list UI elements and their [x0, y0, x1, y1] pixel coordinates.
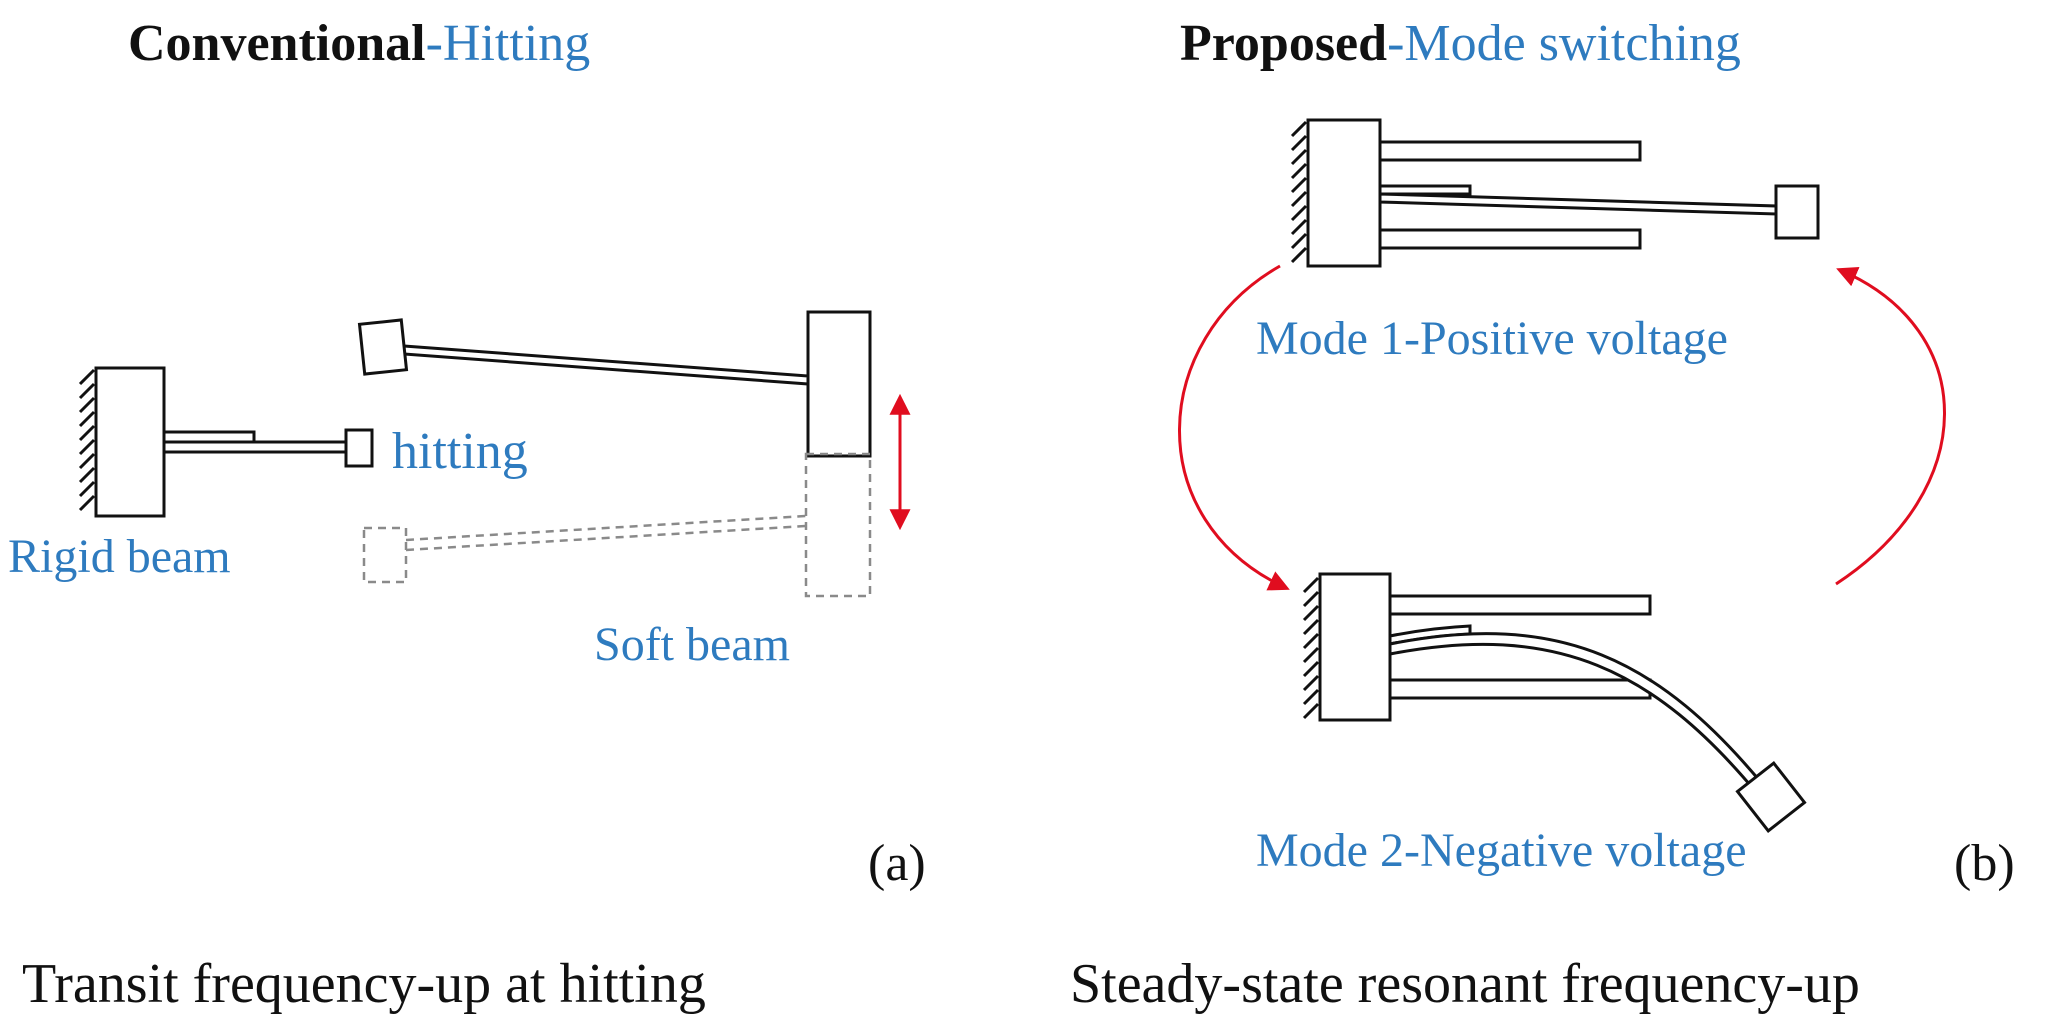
soft-beam-ghost-anchor — [804, 452, 872, 598]
mode1-short-layer — [1378, 184, 1472, 196]
mode1-anchor — [1306, 118, 1382, 268]
mode1-upper-rigid-beam — [1378, 140, 1642, 162]
panel-a-title-bold: Conventional — [128, 15, 426, 72]
mode2-assembly — [1302, 572, 1807, 833]
panel-b-caption: Steady-state resonant frequency-up — [1070, 953, 1860, 1015]
rigid-beam-tip-mass — [344, 428, 374, 468]
soft-beam-tip-mass — [357, 318, 409, 376]
mode1-tip-mass — [1774, 184, 1820, 240]
soft-beam — [402, 344, 810, 386]
rigid-beam-assembly — [78, 366, 374, 518]
panel-b-title-rest: -Mode switching — [1387, 15, 1741, 72]
rigid-beam — [162, 440, 348, 454]
mode2-anchor — [1318, 572, 1392, 722]
switch-arrow-to-mode2 — [1178, 264, 1290, 591]
panel-a-caption: Transit frequency-up at hitting — [22, 953, 706, 1015]
mode2-label: Mode 2-Negative voltage — [1256, 824, 1747, 877]
mode1-soft-beam — [1378, 192, 1778, 216]
panel-b-tag: (b) — [1954, 835, 2015, 892]
soft-beam-ghost — [362, 452, 872, 598]
mode1-assembly — [1290, 118, 1820, 268]
panel-b-title-bold: Proposed — [1180, 15, 1387, 72]
switch-arrow-to-mode1 — [1835, 266, 1946, 586]
mode1-label: Mode 1-Positive voltage — [1256, 312, 1728, 365]
svg-text:Conventional-Hitting: Conventional-Hitting — [128, 15, 590, 72]
mode1-lower-rigid-beam — [1378, 228, 1642, 250]
mode2-upper-rigid-beam — [1388, 594, 1652, 616]
panel-b: Proposed-Mode switching Mode — [1070, 15, 2015, 1015]
panel-a-title-rest: -Hitting — [426, 15, 591, 72]
rigid-beam-label: Rigid beam — [8, 530, 231, 583]
svg-text:Proposed-Mode switching: Proposed-Mode switching — [1180, 15, 1741, 72]
soft-beam-ghost-beam-top — [405, 514, 807, 542]
mode1-wall-hatch — [1290, 120, 1308, 264]
mode2-wall-hatch — [1302, 576, 1320, 720]
soft-beam-ghost-beam-bottom — [405, 524, 807, 552]
mode2-soft-beam — [1388, 632, 1767, 795]
rigid-beam-anchor — [94, 366, 166, 518]
hitting-label: hitting — [392, 423, 528, 480]
soft-beam-assembly — [357, 310, 872, 458]
soft-beam-ghost-tip-mass — [362, 526, 408, 584]
rigid-beam-wall-hatch — [78, 368, 96, 512]
panel-a: Conventional-Hitting hitting Rigid bea — [8, 15, 926, 1015]
soft-beam-label: Soft beam — [594, 618, 790, 671]
soft-beam-anchor — [806, 310, 872, 458]
panel-a-tag: (a) — [868, 835, 926, 892]
mode2-tip-mass — [1735, 761, 1807, 833]
mode2-lower-rigid-beam — [1388, 678, 1652, 700]
